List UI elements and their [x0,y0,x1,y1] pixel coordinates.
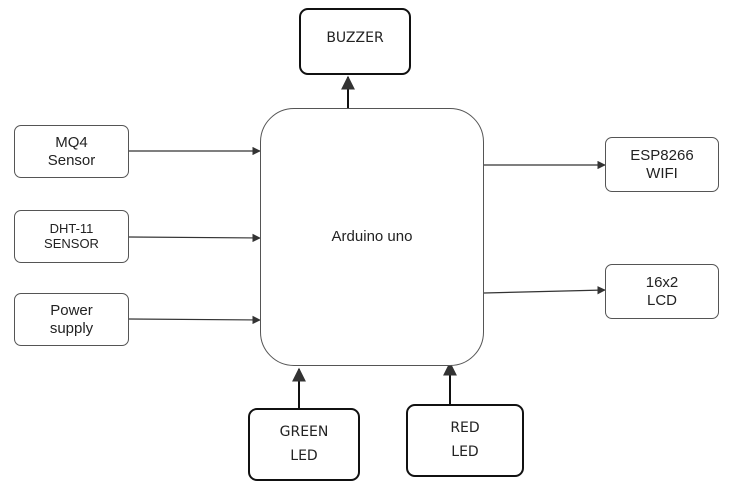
buzzer-block: BUZZER [299,8,411,75]
arrow-power-to-arduino [128,315,261,325]
power-supply-label-line1: Power [50,302,93,320]
esp8266-label-line1: ESP8266 [630,147,694,165]
dht11-sensor-block: DHT-11 SENSOR [14,210,129,263]
power-supply-label-line2: supply [49,319,94,337]
mq4-sensor-label-line1: MQ4 [55,134,88,152]
lcd-16x2-block: 16x2 LCD [605,264,719,319]
arrow-dht11-to-arduino [128,233,261,243]
green-led-label-line2: LED [290,447,318,464]
lcd-label-line2: LCD [646,291,677,309]
arrow-arduino-to-lcd [483,285,606,295]
arduino-label: Arduino uno [331,228,413,246]
arduino-block: Arduino uno [260,108,484,366]
esp8266-wifi-block: ESP8266 WIFI [605,137,719,192]
red-led-block: RED LED [406,404,524,477]
power-supply-block: Power supply [14,293,129,346]
buzzer-label: BUZZER [326,29,384,46]
mq4-sensor-label-line2: Sensor [47,151,96,169]
red-led-label-line2: LED [451,443,479,460]
dht11-sensor-label-line2: SENSOR [44,235,99,251]
red-led-label-line1: RED [450,420,480,437]
mq4-sensor-block: MQ4 Sensor [14,125,129,178]
green-led-label-line1: GREEN [279,424,329,441]
lcd-label-line1: 16x2 [645,274,679,292]
esp8266-label-line2: WIFI [646,164,678,182]
green-led-block: GREEN LED [248,408,360,481]
dht11-sensor-label-line1: DHT-11 [49,220,94,236]
